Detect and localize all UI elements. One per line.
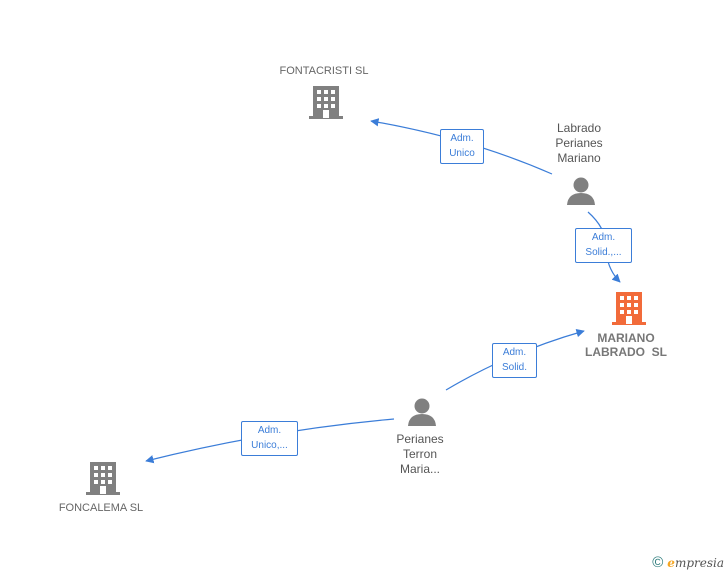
brand-logo-initial: e: [667, 555, 675, 570]
node-perianes-line2: Terron: [402, 447, 437, 461]
node-perianes-line1: Perianes: [396, 432, 444, 446]
node-mariano-line2: LABRADO SL: [585, 345, 667, 359]
edge-tag-line2: Solid.: [501, 362, 527, 373]
node-perianes-line3: Maria...: [399, 462, 440, 476]
node-labrado-line2: Perianes: [555, 136, 603, 150]
node-labrado-line1: Labrado: [556, 121, 602, 135]
node-fontacristi-label[interactable]: FONTACRISTI SL: [279, 65, 369, 77]
building-icon[interactable]: [86, 460, 120, 496]
edge-tag-line1: Adm.: [502, 347, 527, 358]
footer-credit: © empresia: [652, 554, 724, 571]
edge-tag-labrado-mariano[interactable]: Adm. Solid.,...: [575, 228, 632, 263]
person-icon[interactable]: [406, 397, 438, 427]
edge-tag-line2: Solid.,...: [585, 247, 622, 258]
edge-tag-labrado-fontacristi[interactable]: Adm. Unico: [440, 129, 484, 164]
copyright-icon: ©: [652, 554, 664, 571]
edge-tag-line2: Unico: [449, 148, 475, 159]
node-mariano-label[interactable]: MARIANO LABRADO SL: [570, 331, 682, 359]
brand-logo[interactable]: empresia: [667, 556, 724, 570]
edge-tag-line1: Adm.: [591, 232, 616, 243]
edge-tag-line2: Unico,...: [251, 440, 288, 451]
edge-tag-line1: Adm.: [450, 133, 474, 144]
edge-tag-perianes-foncalema[interactable]: Adm. Unico,...: [241, 421, 298, 456]
node-mariano-line1: MARIANO: [597, 331, 655, 345]
brand-logo-text: mpresia: [674, 555, 724, 570]
person-icon[interactable]: [565, 176, 597, 206]
node-labrado-line3: Mariano: [557, 151, 601, 165]
node-foncalema-label[interactable]: FONCALEMA SL: [58, 502, 144, 514]
node-perianes-label[interactable]: Perianes Terron Maria...: [370, 432, 470, 477]
node-labrado-label[interactable]: Labrado Perianes Mariano: [530, 121, 628, 166]
building-icon[interactable]: [612, 290, 646, 326]
edge-tag-line1: Adm.: [257, 425, 282, 436]
building-icon[interactable]: [309, 84, 343, 120]
edge-tag-perianes-mariano[interactable]: Adm. Solid.: [492, 343, 537, 378]
